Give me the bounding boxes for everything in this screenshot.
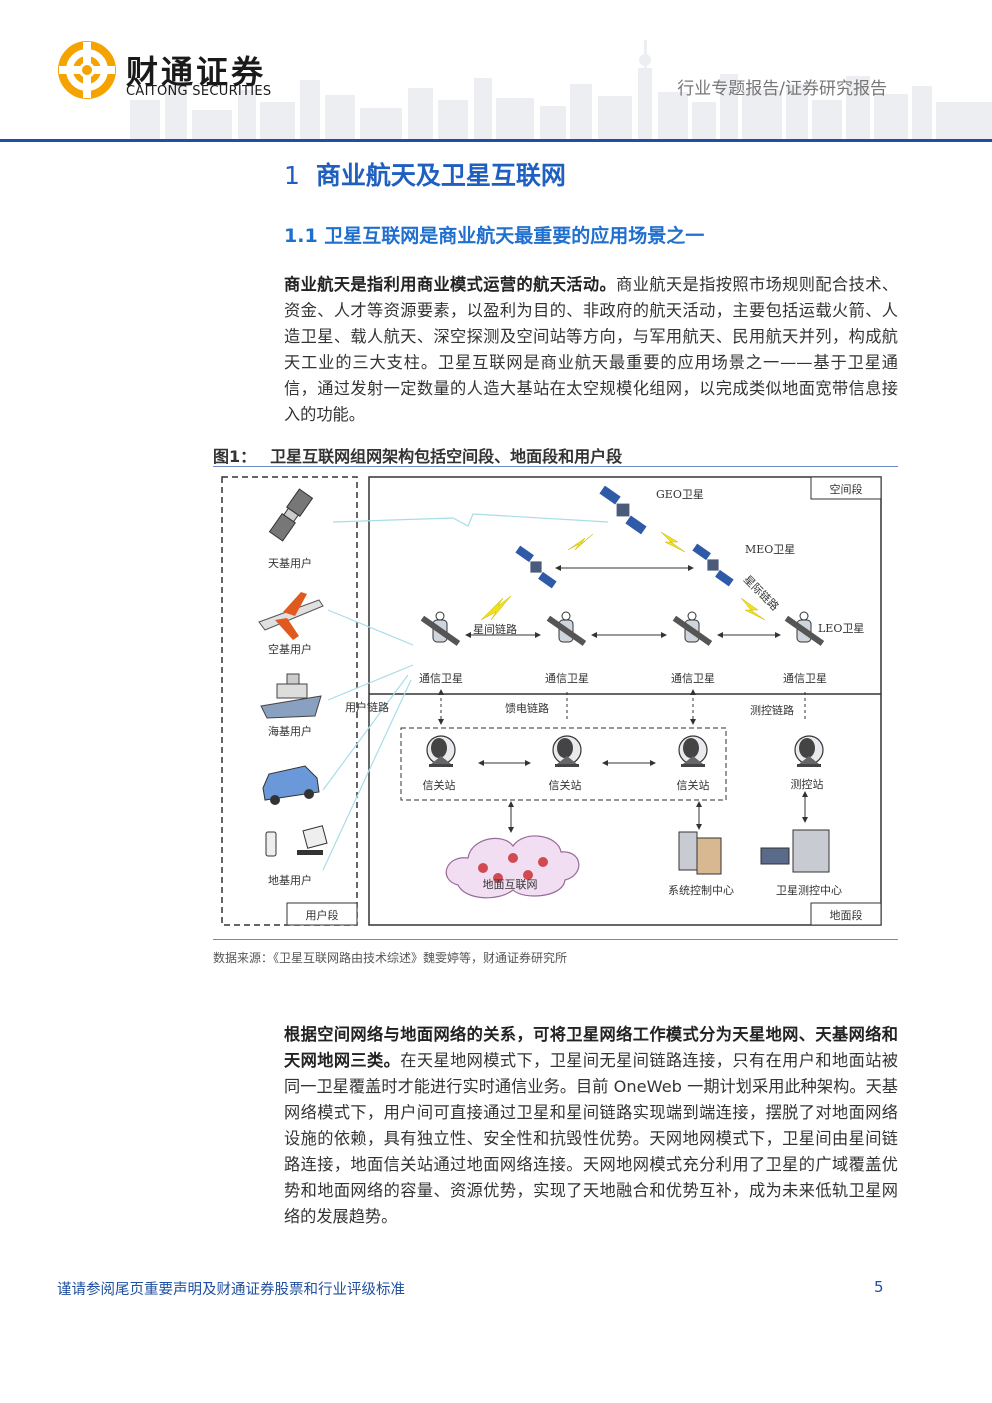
figure-bottom-rule <box>213 939 898 940</box>
footer-disclaimer-link[interactable]: 谨请参阅尾页重要声明及财通证券股票和行业评级标准 <box>57 1282 405 1298</box>
feeder-link-label: 馈电链路 <box>505 701 549 715</box>
subsection-heading: 1.1 卫星互联网是商业航天最重要的应用场景之一 <box>284 225 705 247</box>
section-heading: 1 商业航天及卫星互联网 <box>284 156 566 192</box>
paragraph-1-lead: 商业航天是指利用商业模式运营的航天活动。 <box>284 275 617 294</box>
geo-label: GEO卫星 <box>656 488 704 501</box>
paragraph-2-body: 在天星地网模式下，卫星间无星间链路连接，只有在用户和地面站被同一卫星覆盖时才能进… <box>284 1051 899 1226</box>
gateway-label-3: 信关站 <box>677 778 710 792</box>
sea-user-label: 海基用户 <box>268 724 312 738</box>
leo-label: LEO卫星 <box>818 622 864 635</box>
inter-star-link-label: 星间链路 <box>473 622 517 636</box>
space-user-label: 天基用户 <box>268 556 312 570</box>
airplane-icon <box>258 592 324 640</box>
gateway-3-icon <box>678 735 708 768</box>
comm-satellite-3-icon <box>672 611 713 647</box>
city-skyline-decoration <box>130 40 992 140</box>
gateway-2-icon <box>552 735 582 768</box>
comm-sat-label-4: 通信卫星 <box>783 672 827 685</box>
figure-caption: 图1： 卫星互联网组网架构包括空间段、地面段和用户段 <box>213 443 622 467</box>
inter-satellite-link-label: 星际链路 <box>741 572 782 613</box>
page-header: 财通证券 CAITONG SECURITIES 行业专题报告/证券研究报告 <box>0 0 992 142</box>
body-paragraph-1: 商业航天是指利用商业模式运营的航天活动。商业航天是指按照市场规则配合技术、资金、… <box>284 272 898 428</box>
logo-chinese-name: 财通证券 <box>126 53 267 91</box>
comm-sat-label-2: 通信卫星 <box>545 672 589 685</box>
header-divider <box>0 139 992 142</box>
system-control-label: 系统控制中心 <box>668 883 734 897</box>
gateway-label-1: 信关站 <box>423 778 456 792</box>
ground-internet-cloud-icon <box>445 835 580 899</box>
ship-icon <box>260 673 322 719</box>
section-number: 1 <box>284 161 300 190</box>
system-control-server-icon <box>678 831 722 875</box>
comm-satellite-1-icon <box>420 611 461 647</box>
body-paragraph-2: 根据空间网络与地面网络的关系，可将卫星网络工作模式分为天星地网、天基网络和天网地… <box>284 1022 898 1230</box>
ttc-link-label: 测控链路 <box>750 703 794 717</box>
comm-sat-label-1: 通信卫星 <box>419 672 463 685</box>
geo-satellite-icon <box>599 485 647 535</box>
car-icon <box>262 765 320 805</box>
ground-internet-label: 地面互联网 <box>483 878 538 891</box>
land-user-label: 地基用户 <box>268 873 312 887</box>
paragraph-2-lead: 根据空间网络与地面网络的关系，可将卫星网络工作模式分为天星地网、天基网络和天网地… <box>284 1025 898 1070</box>
gateway-label-2: 信关站 <box>549 778 582 792</box>
figure-title: 卫星互联网组网架构包括空间段、地面段和用户段 <box>270 447 623 466</box>
comm-sat-label-3: 通信卫星 <box>671 672 715 685</box>
space-user-satellite-icon <box>268 488 314 542</box>
satellite-network-diagram: 空间段 地面段 用户段 GEO卫星 MEO卫星 星际链路 LEO卫星 星间链路 … <box>221 476 882 926</box>
comm-satellite-2-icon <box>546 611 587 647</box>
phone-computer-icon <box>265 825 328 857</box>
figure-top-rule <box>213 466 898 467</box>
network-box <box>368 476 882 926</box>
gateway-1-icon <box>426 735 456 768</box>
ground-segment-label: 地面段 <box>830 908 863 922</box>
meo-label: MEO卫星 <box>745 543 795 556</box>
user-link-label: 用户链路 <box>345 700 389 714</box>
satellite-ttc-center-label: 卫星测控中心 <box>776 883 842 897</box>
air-user-label: 空基用户 <box>268 642 312 656</box>
report-type: 行业专题报告/证券研究报告 <box>677 79 887 99</box>
caitong-logo-icon <box>58 41 116 99</box>
ttc-station-icon <box>794 735 824 768</box>
section-title: 商业航天及卫星互联网 <box>315 161 566 190</box>
meo-satellite-right-icon <box>692 543 734 587</box>
logo-english-name: CAITONG SECURITIES <box>126 84 272 99</box>
gateway-group-box <box>400 727 727 801</box>
meo-satellite-left-icon <box>515 545 557 589</box>
space-segment-label: 空间段 <box>830 482 863 496</box>
ttc-station-label: 测控站 <box>791 777 824 791</box>
user-segment-label: 用户段 <box>306 908 339 922</box>
figure-source: 数据来源：《卫星互联网路由技术综述》魏雯婷等，财通证券研究所 <box>213 951 568 965</box>
page-number: 5 <box>874 1278 884 1296</box>
paragraph-1-body: 商业航天是指按照市场规则配合技术、资金、人才等资源要素，以盈利为目的、非政府的航… <box>284 275 899 424</box>
figure-label: 图1： <box>213 447 257 466</box>
satellite-ttc-center-server-icon <box>760 829 830 873</box>
